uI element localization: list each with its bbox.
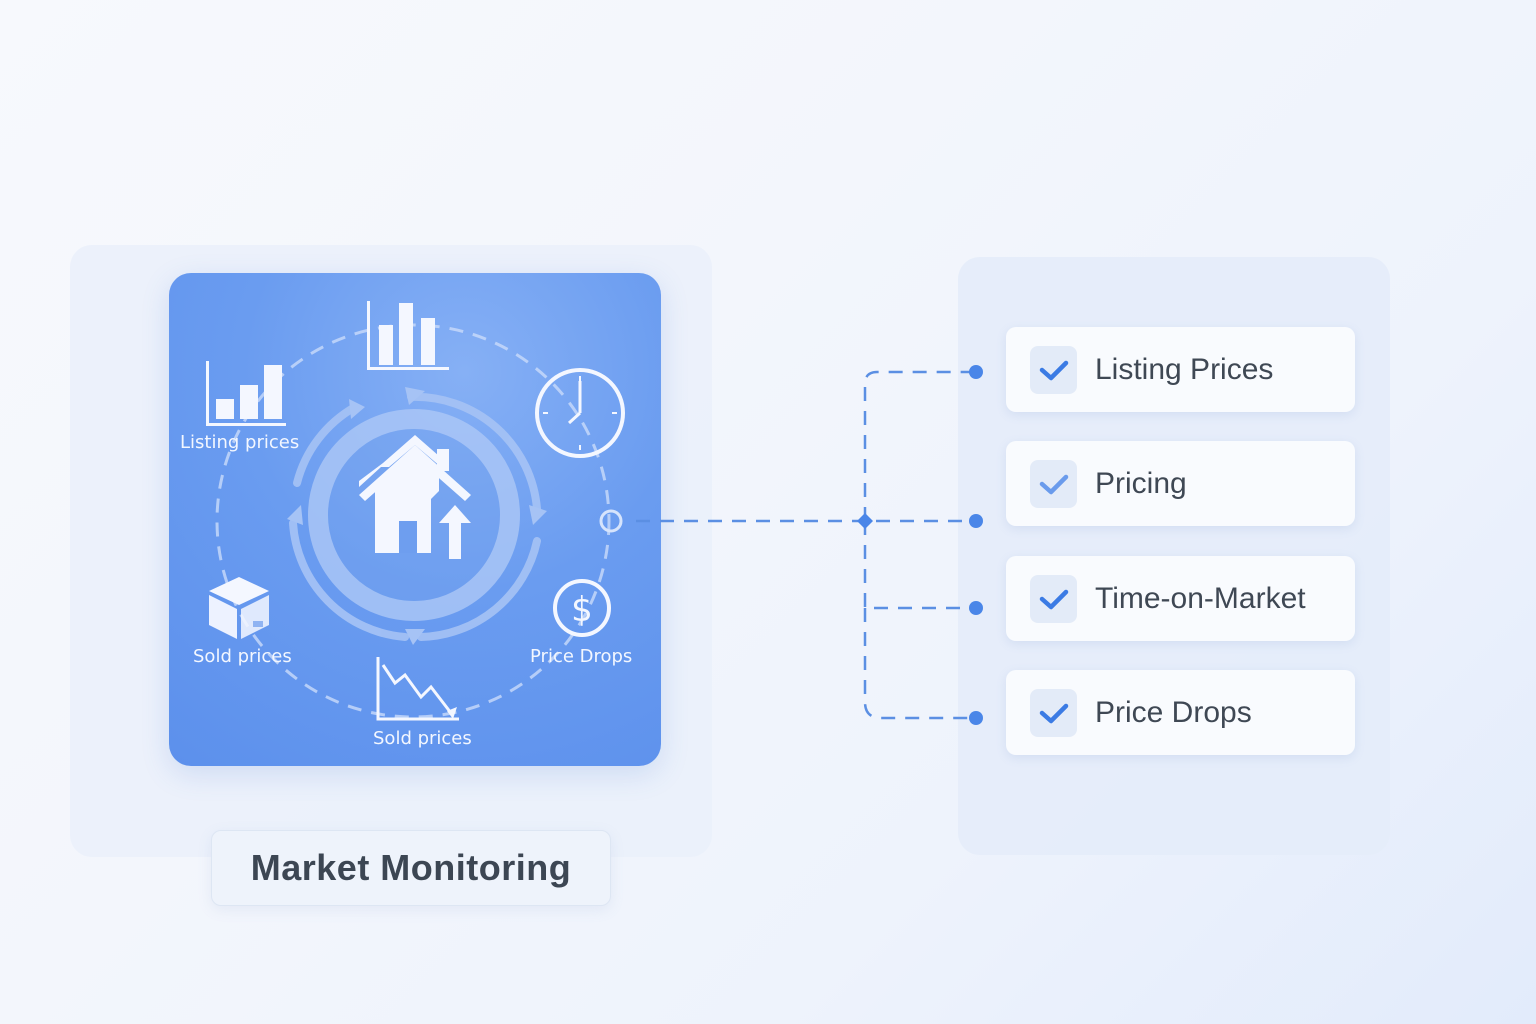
checklist-label: Listing Prices: [1095, 352, 1274, 386]
checkbox[interactable]: [1030, 459, 1077, 508]
market-cycle-card: $ Listing prices Sold prices Price Drops…: [169, 273, 661, 766]
checkbox[interactable]: [1030, 574, 1077, 623]
node-label-price-drops: Price Drops: [530, 646, 633, 667]
node-label-listing-prices: Listing prices: [180, 432, 300, 453]
node-label-sold-prices-chart: Sold prices: [373, 728, 472, 749]
checkmark-icon: [1039, 360, 1068, 380]
checklist-item-pricing[interactable]: Pricing: [1006, 441, 1355, 526]
checklist-item-price-drops[interactable]: Price Drops: [1006, 670, 1355, 755]
cycle-graphic: $: [206, 301, 625, 721]
checkmark-icon: [1039, 474, 1068, 494]
checkbox[interactable]: [1030, 688, 1077, 737]
node-label-sold-prices-box: Sold prices: [193, 646, 292, 667]
checklist-item-time-on-market[interactable]: Time-on-Market: [1006, 556, 1355, 641]
checklist-label: Price Drops: [1095, 695, 1252, 729]
svg-text:$: $: [571, 590, 593, 630]
checklist-label: Time-on-Market: [1095, 581, 1306, 615]
checklist-label: Pricing: [1095, 466, 1187, 500]
checkmark-icon: [1039, 589, 1068, 609]
checkbox[interactable]: [1030, 345, 1077, 394]
diagram-title: Market Monitoring: [211, 830, 611, 906]
checkmark-icon: [1039, 703, 1068, 723]
diagram-title-text: Market Monitoring: [250, 847, 572, 888]
checklist-item-listing-prices[interactable]: Listing Prices: [1006, 327, 1355, 412]
